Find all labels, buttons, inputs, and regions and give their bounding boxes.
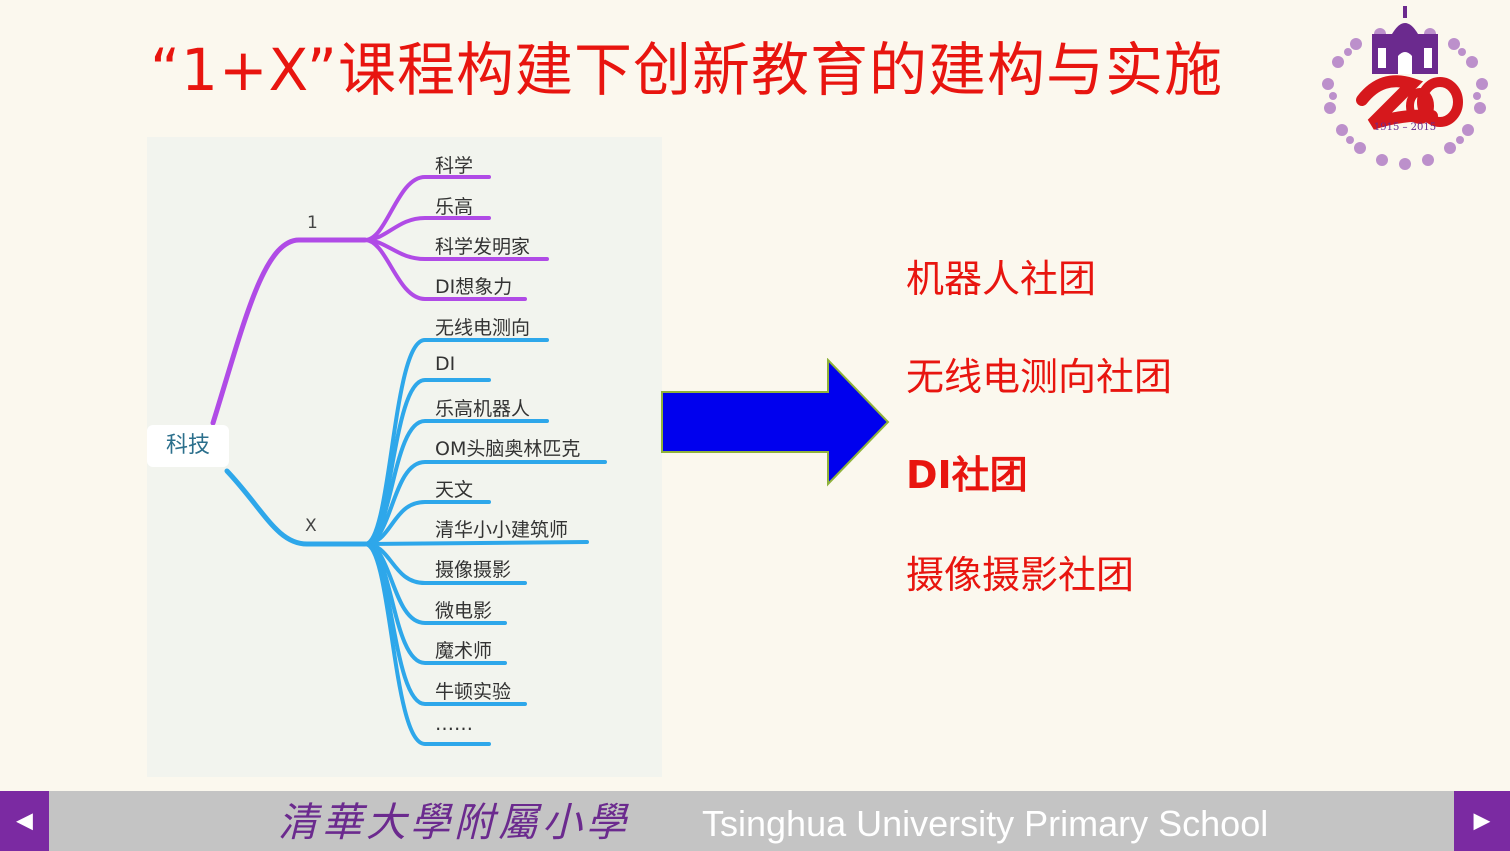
mind-map-leaf: DI xyxy=(435,353,456,375)
previous-slide-button[interactable]: ◀ xyxy=(0,791,49,851)
footer-bar xyxy=(0,791,1510,851)
mind-map-leaf: 牛顿实验 xyxy=(435,681,512,703)
mind-map-leaf: 乐高机器人 xyxy=(435,398,531,420)
mind-map-leaf: …… xyxy=(435,713,473,735)
triangle-left-icon: ◀ xyxy=(16,808,33,834)
club-di: DI社团 xyxy=(906,453,1028,497)
mind-map-leaf: 无线电测向 xyxy=(435,317,531,339)
mind-map-leaf: OM头脑奥林匹克 xyxy=(435,438,581,460)
mind-map-branch-1: 1 xyxy=(307,213,318,233)
mind-map-leaf: 微电影 xyxy=(435,600,493,622)
next-slide-button[interactable]: ▶ xyxy=(1454,791,1510,851)
slide-title: “1+X”课程构建下创新教育的建构与实施 xyxy=(150,36,1223,104)
school-name-english: Tsinghua University Primary School xyxy=(702,803,1269,844)
triangle-right-icon: ▶ xyxy=(1473,808,1491,834)
mind-map: 科技 1 X 科学 乐高 科学发明家 DI想象力 无线电测向 DI 乐高机器人 … xyxy=(147,137,662,777)
mind-map-leaf: 乐高 xyxy=(435,196,474,218)
centennial-logo: 1915 – 2015 xyxy=(1312,4,1498,172)
club-photography: 摄像摄影社团 xyxy=(906,553,1135,597)
mind-map-leaf: 天文 xyxy=(435,479,474,501)
mind-map-branch-x: X xyxy=(305,516,317,536)
mind-map-leaf: 科学 xyxy=(435,155,474,177)
mind-map-root: 科技 xyxy=(147,425,229,467)
logo-years: 1915 – 2015 xyxy=(1374,122,1436,133)
mind-map-leaf: 摄像摄影 xyxy=(435,559,512,581)
mind-map-leaf: 科学发明家 xyxy=(435,236,531,258)
school-name-chinese: 清華大學附屬小學 xyxy=(278,800,630,846)
club-radio-direction-finding: 无线电测向社团 xyxy=(906,355,1173,399)
mind-map-leaf: DI想象力 xyxy=(435,276,513,298)
club-robotics: 机器人社团 xyxy=(906,257,1097,301)
right-arrow-icon xyxy=(660,357,892,488)
mind-map-leaf: 清华小小建筑师 xyxy=(435,519,569,541)
mind-map-leaf: 魔术师 xyxy=(435,640,493,662)
